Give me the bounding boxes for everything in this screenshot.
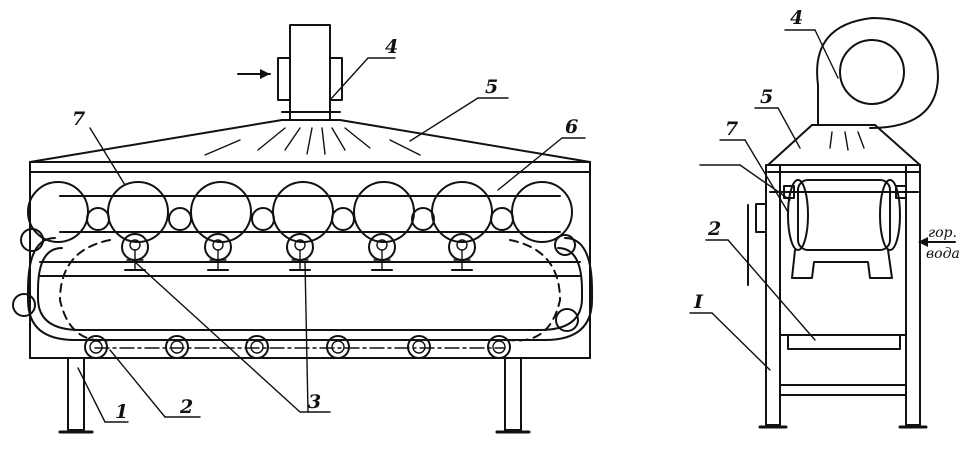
lamp (286, 233, 314, 271)
chain-outer (27, 237, 593, 341)
side-fan (811, 17, 939, 129)
side-roller (554, 234, 576, 256)
drum (107, 181, 169, 243)
side-tray (787, 334, 901, 350)
small-roller (331, 207, 355, 231)
chain-path-left (59, 239, 111, 342)
side-rollers (12, 228, 579, 332)
hood-left-slope (29, 119, 283, 163)
hood (29, 119, 591, 163)
bottom-roller (165, 335, 189, 359)
main-frame (29, 161, 591, 359)
bottom-roller (84, 335, 108, 359)
label-6: 6 (565, 116, 578, 138)
side-leader-lines (689, 29, 839, 371)
label-2: 2 (179, 396, 193, 418)
small-roller (86, 207, 110, 231)
water-arrowhead (918, 237, 928, 247)
lamp (204, 233, 232, 271)
side-label-4: 4 (790, 7, 803, 29)
side-post-left (765, 164, 781, 426)
bottom-roller (407, 335, 431, 359)
side-frame (758, 164, 928, 429)
water-label-line1: гор. (928, 225, 957, 241)
label-4: 4 (385, 36, 398, 58)
small-roller (168, 207, 192, 231)
side-roller (555, 308, 579, 332)
airflow-arrows (204, 127, 421, 156)
drum (511, 181, 573, 243)
fan-inlet-circle (839, 39, 905, 105)
drum-end-right (879, 179, 901, 251)
drum (190, 181, 252, 243)
bottom-roller-hub (89, 340, 103, 354)
bottom-roller (487, 335, 511, 359)
conveyor-chain (27, 237, 593, 349)
front-view: 4 5 6 7 1 2 3 (12, 24, 593, 434)
water-label-line2: вода (926, 246, 960, 262)
side-roller (12, 293, 36, 317)
lamp (448, 233, 476, 271)
side-hood-left (767, 124, 813, 166)
leg-right (504, 357, 522, 431)
bottom-roller-hub (170, 340, 184, 354)
axle-bearing-left (783, 185, 795, 199)
side-roller (20, 228, 44, 252)
fan-volute (816, 17, 939, 129)
lamp-row (121, 233, 476, 271)
drum-end-left (787, 179, 809, 251)
chain-inner (37, 247, 583, 331)
fan-housing (289, 24, 331, 121)
axle-bearing-right (895, 185, 907, 199)
side-hood-right (874, 124, 921, 166)
bottom-roller-row (84, 335, 511, 359)
bottom-roller-hub (331, 340, 345, 354)
label-1: 1 (115, 401, 128, 423)
bottom-roller-hub (492, 340, 506, 354)
side-label-2: 2 (707, 218, 721, 240)
side-post-right (905, 164, 921, 426)
side-view: гор. вода 4 5 7 2 I (689, 7, 960, 429)
label-3: 3 (308, 391, 321, 413)
drum-stand (791, 249, 893, 279)
hood-right-slope (339, 119, 591, 163)
drum-body (797, 179, 891, 251)
small-roller (251, 207, 275, 231)
side-label-5: 5 (760, 86, 773, 108)
drum (27, 181, 89, 243)
small-roller-row (86, 207, 514, 231)
label-7: 7 (72, 108, 85, 130)
leader-lines (77, 57, 586, 423)
fan-inlet-flange-left (277, 57, 291, 101)
hot-water-inlet: гор. вода (918, 225, 960, 262)
side-label-I: I (693, 291, 704, 313)
fan-inlet-flange-right (329, 57, 343, 101)
drum (272, 181, 334, 243)
side-drum (747, 179, 919, 286)
bottom-roller-hub (412, 340, 426, 354)
small-roller (490, 207, 514, 231)
small-roller (411, 207, 435, 231)
legs (58, 357, 531, 434)
leg-left (67, 357, 85, 431)
lamp (121, 233, 149, 271)
fan-unit (237, 24, 343, 121)
lamp (368, 233, 396, 271)
bottom-roller (245, 335, 269, 359)
bottom-roller-hub (250, 340, 264, 354)
chain-path-right (509, 239, 561, 342)
side-label-7: 7 (725, 118, 738, 140)
label-5: 5 (485, 76, 498, 98)
side-handle (755, 203, 767, 233)
bottom-roller (326, 335, 350, 359)
air-inlet-arrowhead (260, 69, 270, 79)
side-hood (767, 124, 921, 166)
